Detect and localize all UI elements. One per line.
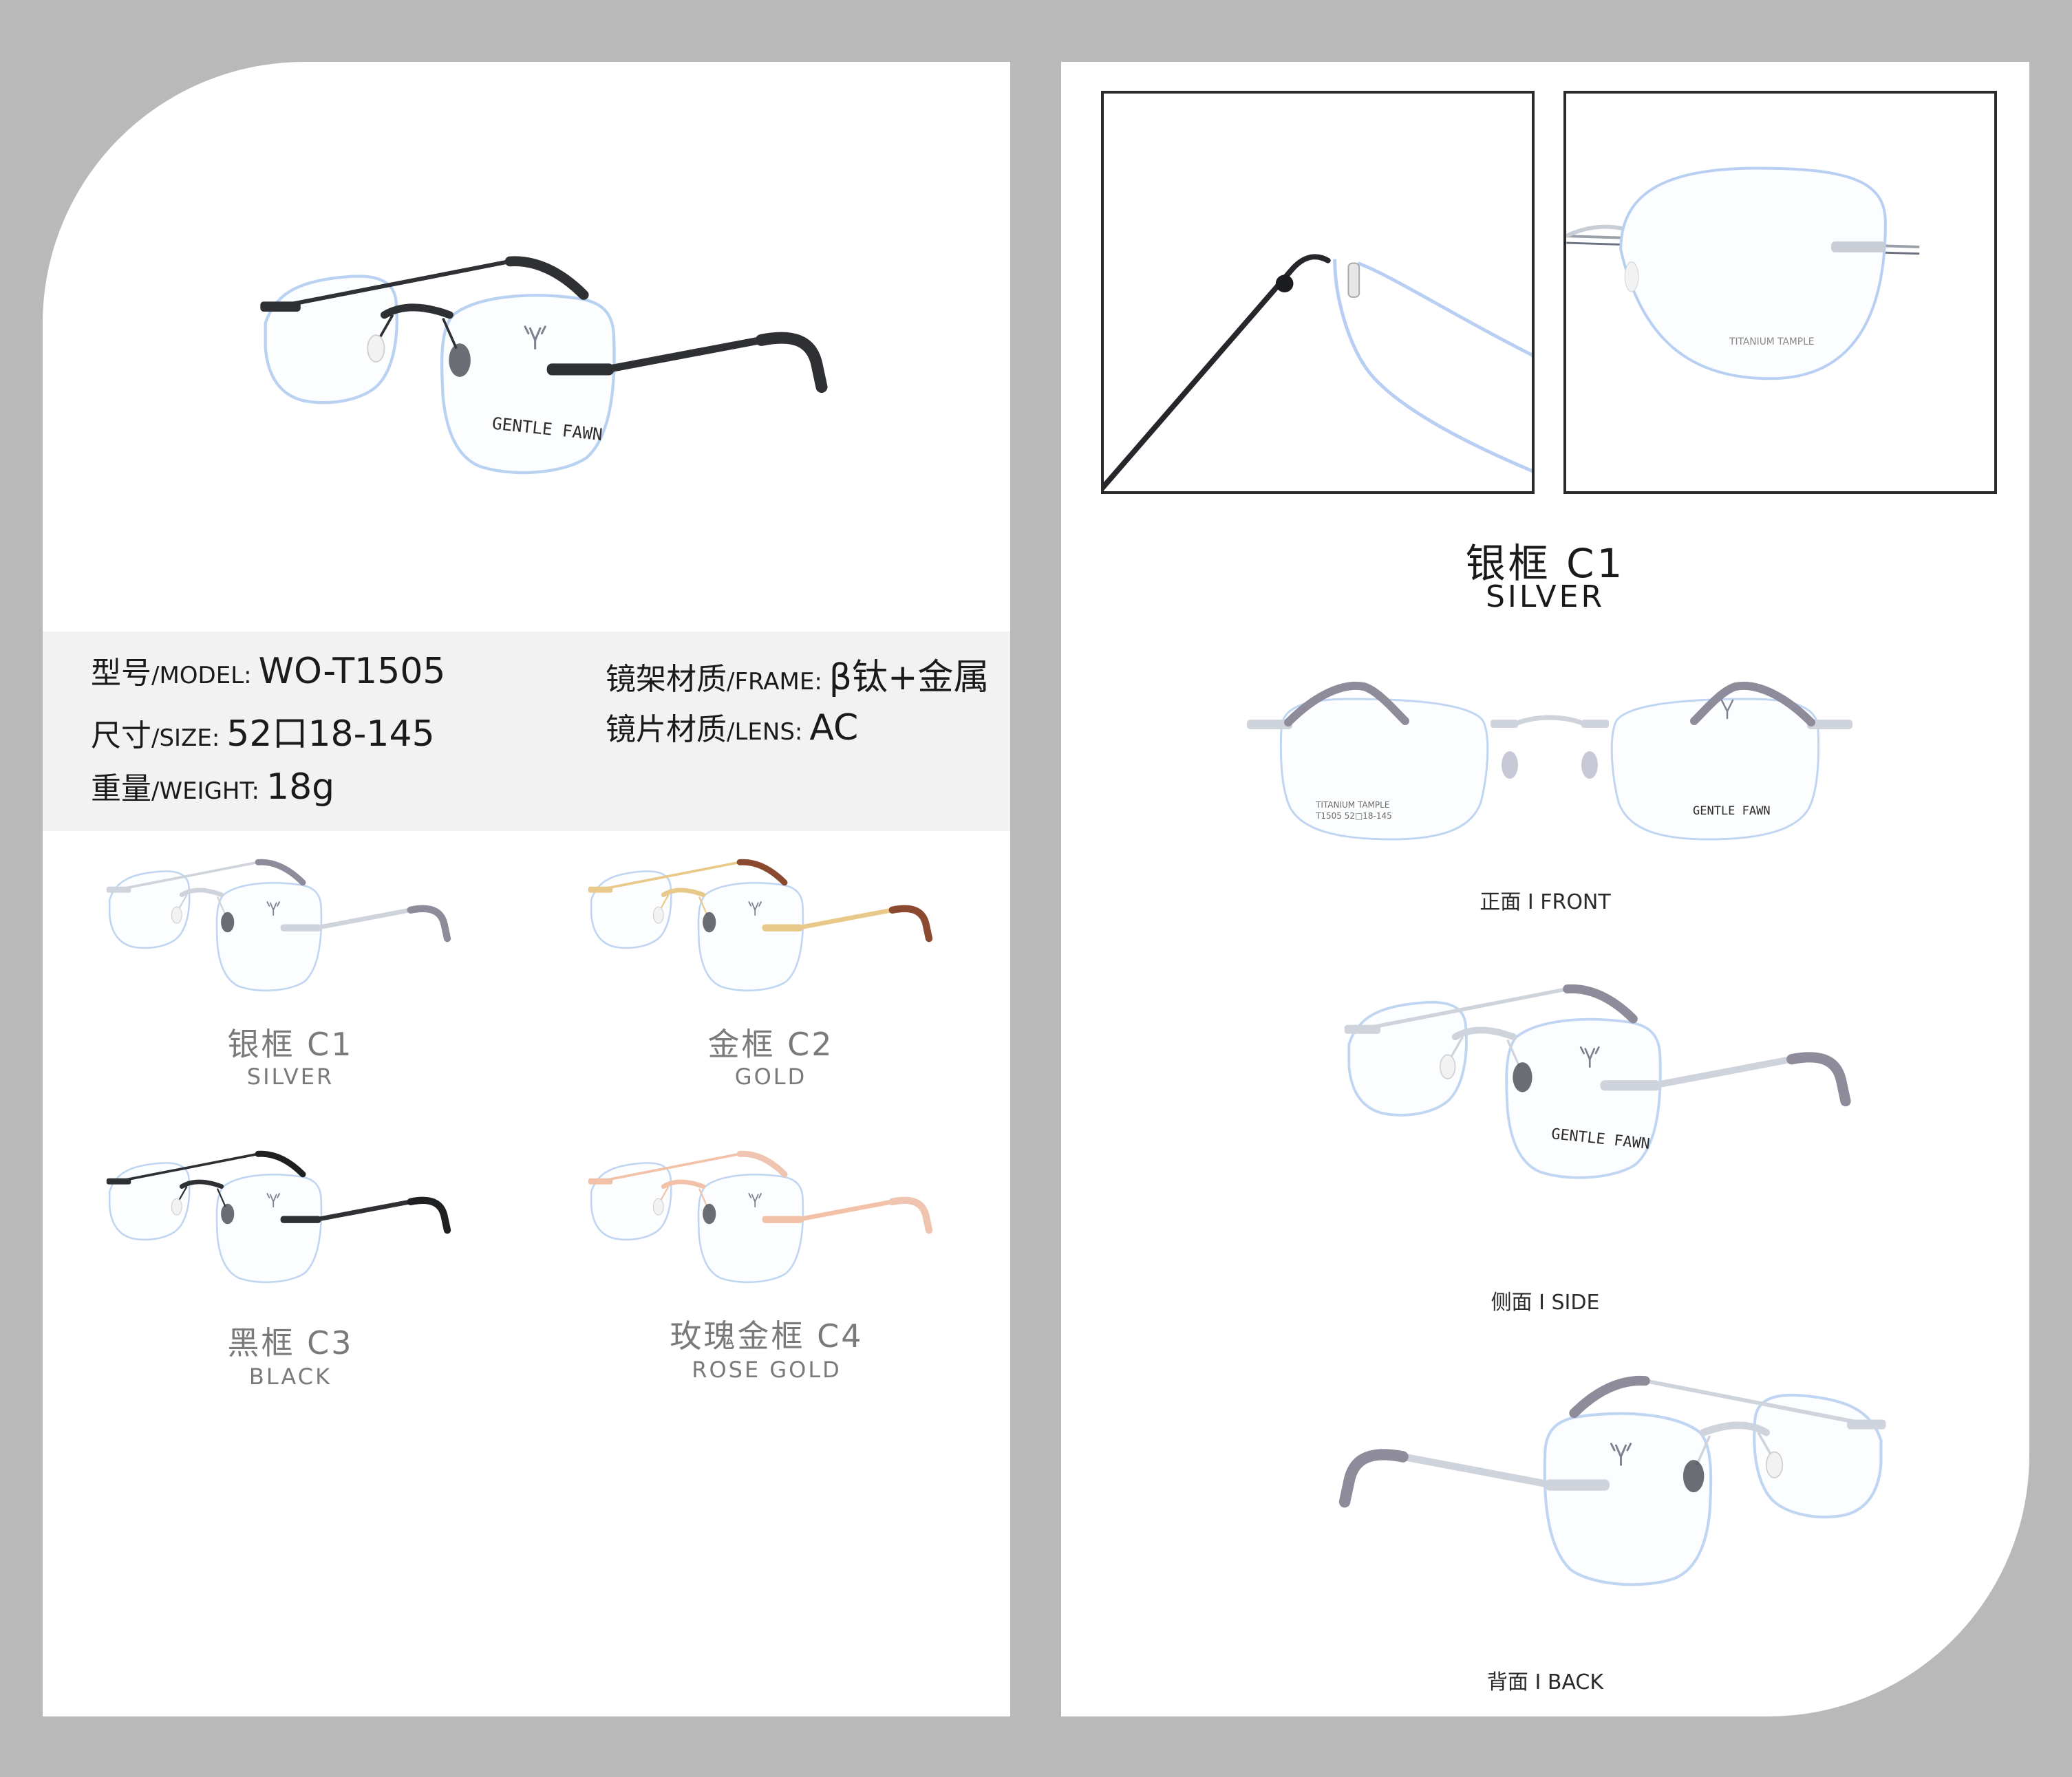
detail-views-panel: TITANIUM TAMPLE 银框 C1 SILVER GENTLE FAWN…	[1061, 62, 2029, 1716]
spec-weight-label: 重量	[91, 771, 151, 806]
product-spec-panel: GENTLE FAWN 型号/MODEL:WO-T1505 尺寸/SIZE:52…	[43, 62, 1010, 1716]
spec-size-value: 52口18-145	[226, 713, 435, 755]
spec-frame-value: β钛+金属	[829, 657, 990, 698]
variant-title-gold: 金框 C2	[707, 1026, 834, 1063]
detail-zoom-hinge	[1101, 91, 1535, 494]
hero-variant-title: 银框 C1	[1465, 540, 1625, 587]
back-view-label: 背面 I BACK	[1486, 1670, 1604, 1694]
spec-model: 型号/MODEL:WO-T1505	[91, 648, 446, 692]
spec-frame-label: 镜架材质	[606, 662, 727, 697]
spec-frame-label-en: /FRAME:	[727, 668, 822, 696]
spec-weight-value: 18g	[266, 766, 335, 808]
variant-title-silver: 银框 C1	[227, 1026, 354, 1063]
spec-weight: 重量/WEIGHT:18g	[91, 764, 334, 808]
back-view-image	[1171, 1366, 2029, 1716]
spec-band	[43, 632, 1010, 831]
variant-subtitle-rose-gold: ROSE GOLD	[692, 1357, 842, 1383]
spec-size: 尺寸/SIZE:52口18-145	[91, 704, 435, 756]
side-view-label: 侧面 I SIDE	[1491, 1291, 1600, 1315]
main-product-image: GENTLE FAWN	[84, 246, 1010, 632]
side-view-image: GENTLE FAWN	[1171, 976, 2029, 1320]
spec-model-label: 型号	[91, 656, 151, 691]
variant-title-rose-gold: 玫瑰金框 C4	[670, 1317, 864, 1355]
front-temple-print-1: TITANIUM TAMPLE	[1315, 800, 1389, 810]
detail-zoom-temple: TITANIUM TAMPLE	[1563, 91, 1997, 494]
front-view-label: 正面 I FRONT	[1480, 890, 1611, 914]
front-lens-brand-print: GENTLE FAWN	[1693, 804, 1771, 818]
spec-weight-label-en: /WEIGHT:	[151, 777, 259, 805]
variant-subtitle-gold: GOLD	[734, 1064, 807, 1090]
spec-lens-value: AC	[809, 707, 859, 749]
spec-lens-label: 镜片材质	[606, 712, 727, 747]
variant-subtitle-black: BLACK	[248, 1364, 332, 1390]
spec-size-label: 尺寸	[91, 718, 151, 753]
spec-frame: 镜架材质/FRAME:β钛+金属	[606, 648, 990, 700]
variant-title-black: 黑框 C3	[227, 1324, 354, 1361]
spec-model-value: WO-T1505	[258, 651, 446, 692]
spec-size-label-en: /SIZE:	[151, 724, 220, 752]
front-view-image: GENTLE FAWN TITANIUM TAMPLE T1505 52□18-…	[1240, 667, 1859, 846]
spec-model-label-en: /MODEL:	[151, 662, 252, 689]
spec-lens: 镜片材质/LENS:AC	[606, 704, 858, 749]
temple-print-text: TITANIUM TAMPLE	[1729, 336, 1815, 347]
spec-lens-label-en: /LENS:	[727, 718, 803, 746]
hero-variant-subtitle: SILVER	[1485, 579, 1605, 614]
front-temple-print-2: T1505 52□18-145	[1315, 811, 1392, 821]
variant-subtitle-silver: SILVER	[246, 1064, 334, 1090]
